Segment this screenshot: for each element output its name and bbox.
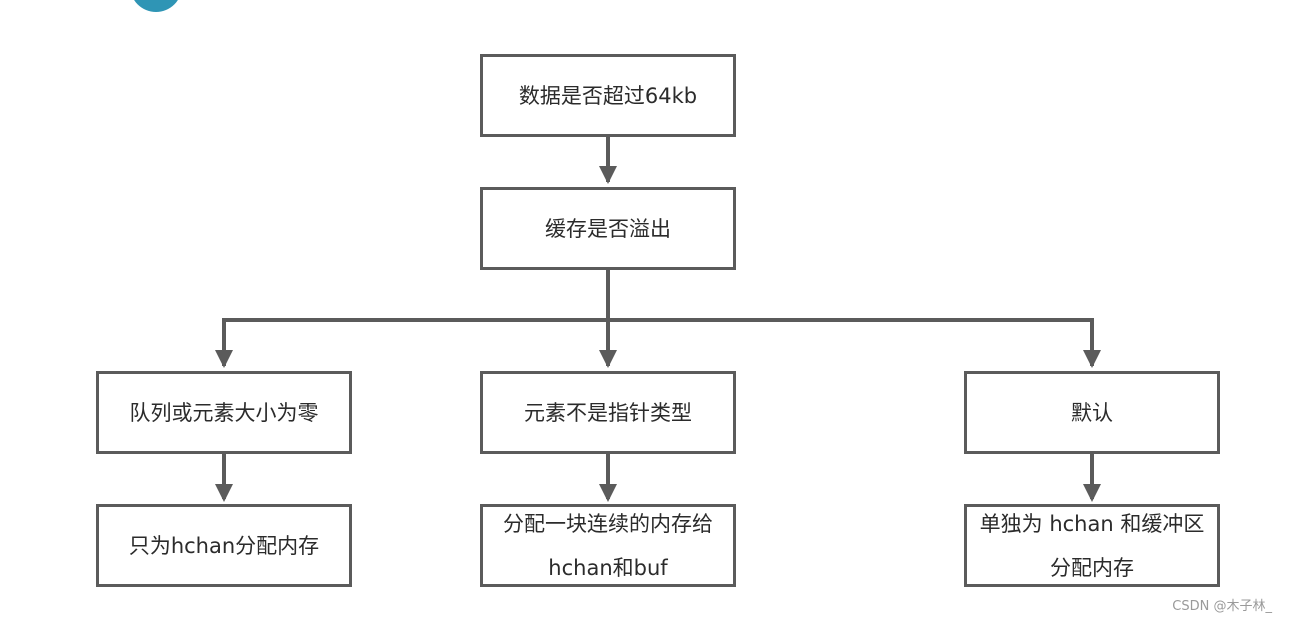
arrowhead-to-default <box>1083 350 1101 368</box>
node-zero-size-label: 队列或元素大小为零 <box>129 400 319 425</box>
node-buffer-overflow: 缓存是否溢出 <box>480 187 736 270</box>
node-not-pointer: 元素不是指针类型 <box>480 371 736 454</box>
node-root-label: 数据是否超过64kb <box>518 83 698 108</box>
node-alloc-hchan-only: 只为hchan分配内存 <box>96 504 352 587</box>
node-root: 数据是否超过64kb <box>480 54 736 137</box>
node-zero-size: 队列或元素大小为零 <box>96 371 352 454</box>
arrowhead-root-to-overflow <box>599 166 617 184</box>
node-buffer-overflow-label: 缓存是否溢出 <box>545 216 671 241</box>
arrowhead-to-zero-size <box>215 350 233 368</box>
watermark: CSDN @木子林_ <box>1172 599 1272 614</box>
node-alloc-contiguous: 分配一块连续的内存给hchan和buf <box>480 504 736 587</box>
node-not-pointer-label: 元素不是指针类型 <box>524 400 692 425</box>
node-default-label: 默认 <box>1071 400 1113 425</box>
arrowhead-to-not-pointer <box>599 350 617 368</box>
arrowhead-default-to-separate <box>1083 484 1101 502</box>
arrowhead-zero-to-hchan <box>215 484 233 502</box>
node-default: 默认 <box>964 371 1220 454</box>
node-alloc-contiguous-label: 分配一块连续的内存给hchan和buf <box>503 511 713 580</box>
node-alloc-separate: 单独为 hchan 和缓冲区分配内存 <box>964 504 1220 587</box>
node-alloc-separate-label: 单独为 hchan 和缓冲区分配内存 <box>979 511 1205 580</box>
node-alloc-hchan-only-label: 只为hchan分配内存 <box>128 533 320 558</box>
arrowhead-pointer-to-contiguous <box>599 484 617 502</box>
